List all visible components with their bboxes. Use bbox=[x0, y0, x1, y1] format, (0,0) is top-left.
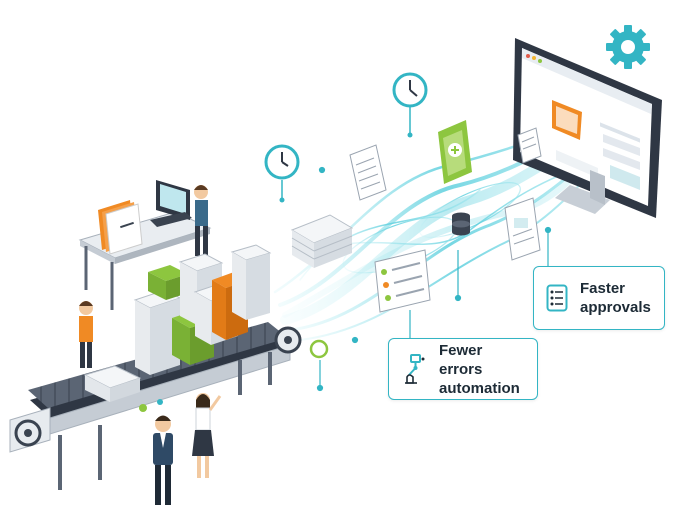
ring-icon bbox=[309, 339, 329, 359]
callout-line: approvals bbox=[580, 299, 651, 316]
office-desk bbox=[78, 180, 212, 310]
callout-line: automation bbox=[439, 379, 520, 397]
clock-icon bbox=[392, 72, 428, 138]
desktop-monitor bbox=[513, 38, 662, 218]
paper-stacks-on-belt bbox=[83, 244, 272, 402]
checklist-document-icon bbox=[374, 249, 431, 313]
fewer-errors-label: Fewer errors automation bbox=[439, 341, 529, 398]
approved-document-icon bbox=[438, 120, 472, 184]
connector-lines bbox=[316, 166, 552, 392]
gear-icon bbox=[606, 25, 650, 69]
callout-line: Fewer errors bbox=[439, 341, 483, 378]
clock-icon bbox=[264, 144, 300, 203]
callout-line: Faster bbox=[580, 280, 626, 297]
office-worker bbox=[194, 185, 208, 256]
robotic-arm-icon bbox=[405, 354, 425, 384]
faster-approvals-label: Faster approvals bbox=[580, 279, 651, 317]
checklist-icon bbox=[546, 284, 568, 312]
faster-approvals-callout: Faster approvals bbox=[533, 266, 665, 330]
businessman bbox=[153, 415, 173, 505]
document-icon bbox=[349, 144, 387, 201]
fewer-errors-callout: Fewer errors automation bbox=[388, 338, 538, 400]
businesswoman bbox=[192, 393, 222, 478]
document-icon bbox=[517, 127, 542, 164]
document-icon bbox=[504, 197, 541, 261]
paper-stack bbox=[290, 214, 354, 268]
database-icon bbox=[452, 212, 470, 236]
conveyor-belt bbox=[9, 322, 302, 490]
worker-left bbox=[79, 301, 93, 368]
